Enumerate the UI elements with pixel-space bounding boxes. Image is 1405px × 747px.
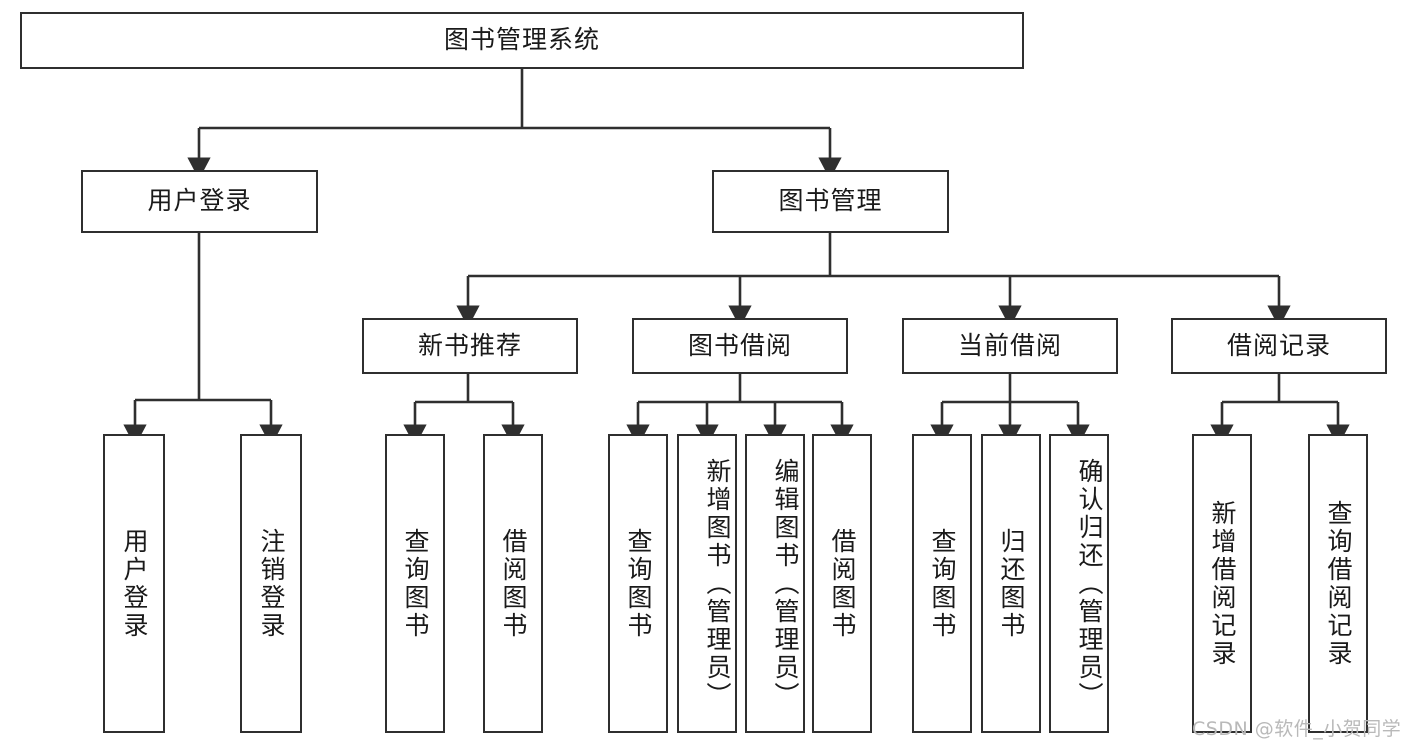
- node-leaf-query-book-1[interactable]: 查询图书: [385, 434, 445, 733]
- node-leaf-query-book-1-label: 查询图书: [401, 527, 430, 640]
- node-new-book-recommend-label: 新书推荐: [417, 330, 522, 360]
- node-leaf-add-book-label: 新增图书（管理员）: [703, 457, 732, 710]
- node-leaf-logout[interactable]: 注销登录: [240, 434, 302, 733]
- node-leaf-query-record-label: 查询借阅记录: [1324, 499, 1353, 668]
- node-borrow-record-label: 借阅记录: [1226, 330, 1331, 360]
- csdn-watermark: CSDN @软件_小贺同学: [1192, 718, 1402, 740]
- node-user-login-label: 用户登录: [147, 186, 252, 216]
- node-leaf-edit-book-label: 编辑图书（管理员）: [771, 457, 800, 710]
- node-leaf-confirm-return[interactable]: 确认归还（管理员）: [1049, 434, 1109, 733]
- node-leaf-borrow-book-1[interactable]: 借阅图书: [483, 434, 543, 733]
- node-leaf-add-book[interactable]: 新增图书（管理员）: [677, 434, 737, 733]
- node-leaf-query-book-3-label: 查询图书: [928, 527, 957, 640]
- node-current-borrow-label: 当前借阅: [957, 330, 1062, 360]
- node-leaf-edit-book[interactable]: 编辑图书（管理员）: [745, 434, 805, 733]
- node-root-label: 图书管理系统: [443, 25, 600, 55]
- node-new-book-recommend[interactable]: 新书推荐: [362, 318, 578, 374]
- node-leaf-query-book-3[interactable]: 查询图书: [912, 434, 972, 733]
- node-leaf-confirm-return-label: 确认归还（管理员）: [1075, 457, 1104, 710]
- node-leaf-add-record[interactable]: 新增借阅记录: [1192, 434, 1252, 733]
- node-leaf-user-login[interactable]: 用户登录: [103, 434, 165, 733]
- node-leaf-borrow-book-1-label: 借阅图书: [499, 527, 528, 640]
- node-leaf-user-login-label: 用户登录: [120, 527, 149, 640]
- node-leaf-borrow-book-2[interactable]: 借阅图书: [812, 434, 872, 733]
- node-leaf-query-record[interactable]: 查询借阅记录: [1308, 434, 1368, 733]
- node-current-borrow[interactable]: 当前借阅: [902, 318, 1118, 374]
- node-book-borrow[interactable]: 图书借阅: [632, 318, 848, 374]
- node-user-login[interactable]: 用户登录: [81, 170, 318, 233]
- node-leaf-query-book-2[interactable]: 查询图书: [608, 434, 668, 733]
- node-leaf-query-book-2-label: 查询图书: [624, 527, 653, 640]
- node-leaf-borrow-book-2-label: 借阅图书: [828, 527, 857, 640]
- node-borrow-record[interactable]: 借阅记录: [1171, 318, 1387, 374]
- node-book-manage-label: 图书管理: [778, 186, 883, 216]
- node-book-manage[interactable]: 图书管理: [712, 170, 949, 233]
- node-leaf-return-book[interactable]: 归还图书: [981, 434, 1041, 733]
- node-leaf-add-record-label: 新增借阅记录: [1208, 499, 1237, 668]
- node-root[interactable]: 图书管理系统: [20, 12, 1024, 69]
- node-book-borrow-label: 图书借阅: [687, 330, 792, 360]
- node-leaf-logout-label: 注销登录: [257, 527, 286, 640]
- node-leaf-return-book-label: 归还图书: [997, 527, 1026, 640]
